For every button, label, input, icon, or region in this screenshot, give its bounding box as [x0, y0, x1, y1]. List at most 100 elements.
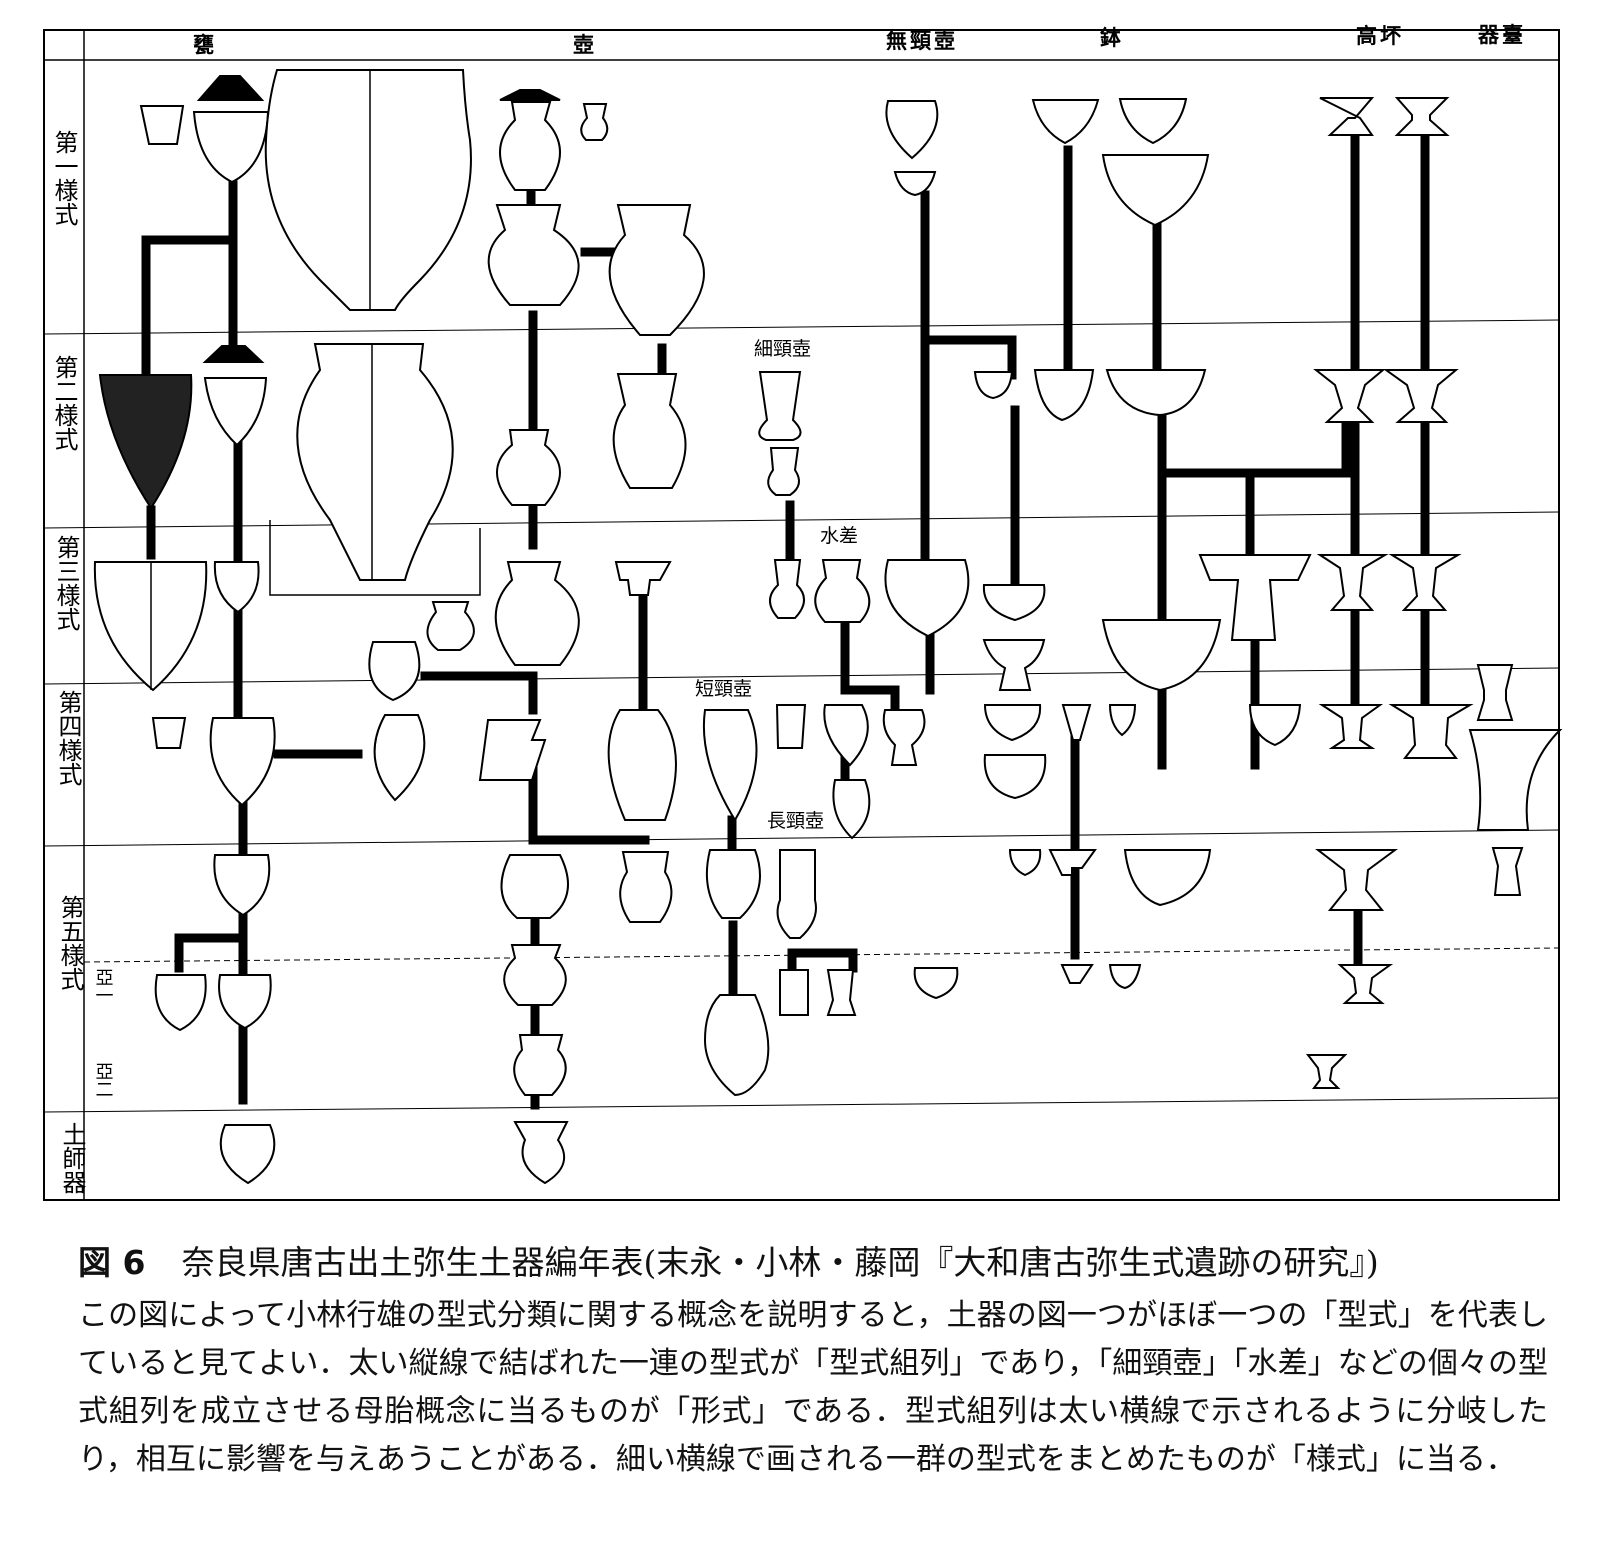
vessel-mizusashi-2 — [775, 704, 807, 749]
vessel-hachi-large — [1101, 154, 1210, 227]
vessel-hachi-9 — [1248, 704, 1302, 747]
vessel-takatsuki-4 — [1318, 704, 1384, 749]
col-header-kidai: 器臺 — [1477, 23, 1526, 47]
row-label-style3: 第三様式 — [52, 535, 80, 631]
seq-line — [787, 948, 858, 973]
vessel-takatsuki-1 — [1319, 97, 1375, 136]
vessel-mukeitsubo-7 — [983, 754, 1047, 800]
seq-line — [174, 933, 248, 973]
vessel-takatsuki-5 — [1315, 849, 1399, 911]
vessel-takatsuki-6 — [1337, 964, 1394, 1004]
vessel-mizusashi-4 — [882, 709, 926, 766]
col-header-takatsuki: 高坏 — [1356, 24, 1404, 48]
vessel-tankeitsubo-3 — [703, 994, 770, 1097]
vessel-tsubo-12 — [619, 851, 673, 923]
vessel-hachi-7 — [1061, 704, 1092, 741]
seq-line — [528, 755, 650, 845]
vessel-kame-6 — [209, 717, 276, 807]
row-label-style5: 第五様式 — [56, 895, 84, 991]
vessel-tsubo-8 — [373, 714, 426, 802]
figure-number: 図 6 — [78, 1243, 146, 1282]
vessel-hachi-5 — [1198, 554, 1312, 641]
vessel-tankeitsubo-2 — [705, 849, 761, 919]
vessel-mukeitsubo-5 — [982, 639, 1046, 691]
vessel-mukeitsubo-2 — [973, 371, 1014, 400]
caption-title-line: 図 6 奈良県唐古出土弥生土器編年表(末永・小林・藤岡『大和唐古弥生式遺跡の研究』… — [78, 1238, 1548, 1288]
vessel-kame-black — [98, 374, 193, 510]
vessel-tsubo-14 — [513, 1034, 567, 1096]
vessel-hachi-3 — [1033, 369, 1095, 422]
seq-line — [840, 620, 900, 710]
chronology-chart: 甕 壺 無頸壺 鉢 高坏 器臺 第一様式 第二様式 第三様式 第四様式 第五様式… — [43, 23, 1563, 1201]
vessel-kame-small — [139, 105, 185, 145]
vessel-kidai-tall — [1476, 664, 1514, 721]
vessel-hachi-13 — [1108, 964, 1142, 990]
vessel-haji-tsubo — [513, 1121, 569, 1185]
caption-title: 奈良県唐古出土弥生土器編年表(末永・小林・藤岡『大和唐古弥生式遺跡の研究』) — [181, 1243, 1379, 1282]
vessel-choukeitsubo-3 — [826, 969, 857, 1016]
divider-1-2 — [43, 319, 1560, 335]
divider-sub — [83, 947, 1560, 963]
vessel-tsubo-9 — [478, 719, 547, 781]
vessel-kame-4 — [213, 561, 260, 614]
divider-3-4 — [43, 667, 1560, 685]
vessel-takatsuki-7 — [1305, 1054, 1348, 1089]
label-choukeitsubo: 長頸壺 — [767, 810, 824, 832]
vessel-tsubo-6 — [614, 561, 672, 596]
vessel-mizusashi-3 — [823, 704, 869, 767]
vessel-tsubo-4 — [426, 601, 475, 651]
vessel-choukeitsubo-1 — [776, 849, 817, 939]
row-sublabel-a1: 亞一 — [93, 968, 114, 1004]
vessel-takatsuki-2 — [1313, 369, 1386, 423]
vessel-kame-8 — [154, 974, 207, 1032]
vessel-hachi-11 — [1123, 849, 1212, 907]
vessel-hachi-1 — [1031, 99, 1100, 145]
vessel-large-jar-1 — [264, 69, 472, 311]
row-label-style1: 第一様式 — [50, 130, 78, 226]
sequence-lines — [141, 135, 1430, 1110]
row-label-haji: 土師器 — [58, 1122, 86, 1194]
seq-line — [920, 335, 1017, 380]
label-mizusashi: 水差 — [820, 525, 858, 547]
col-header-tsubo: 壺 — [573, 33, 597, 57]
vessel-kame — [192, 111, 270, 184]
vessel-mukeitsubo-4 — [982, 584, 1046, 622]
vessel-hachi-8 — [1108, 704, 1137, 737]
divider-5-haji — [43, 1097, 1560, 1113]
vessel-hosokubi-1 — [758, 371, 802, 441]
row-sublabel-a2: 亞二 — [93, 1062, 114, 1098]
vessel-mizusashi-1 — [814, 559, 871, 623]
vessel-hosokubi-2 — [767, 447, 800, 496]
vessel-tsubo-10 — [607, 709, 677, 821]
vessel-tsubo-band — [487, 204, 580, 306]
divider-4-5 — [43, 829, 1560, 847]
vessel-mukeitsubo-9 — [913, 967, 959, 1000]
vessel-hachi-10 — [1048, 849, 1097, 876]
row-label-style2: 第二様式 — [50, 355, 78, 451]
vessel-hachi-6 — [1101, 619, 1222, 692]
vessel-hosokubi-3 — [769, 559, 805, 619]
label-hosokubi: 細頸壺 — [754, 338, 811, 360]
vessel-mizusashi-5 — [832, 779, 871, 840]
vessel-kame-5 — [151, 717, 187, 749]
vessel-haji-kame — [219, 1124, 276, 1185]
vessel-kame-lid-2 — [202, 345, 265, 363]
vessel-kidai-1 — [1394, 97, 1450, 136]
col-header-kame: 甕 — [193, 33, 217, 57]
vessel-tsubo-5 — [494, 561, 580, 666]
figure-caption: 図 6 奈良県唐古出土弥生土器編年表(末永・小林・藤岡『大和唐古弥生式遺跡の研究』… — [78, 1238, 1548, 1484]
vessel-kidai-5 — [1491, 847, 1524, 896]
divider-2-3 — [43, 511, 1560, 529]
vessel-mukeitsubo-6 — [983, 704, 1042, 742]
vessel-mukeitsubo-lid — [893, 171, 937, 197]
vessel-tsubo-3 — [496, 429, 561, 506]
label-tankeitsubo: 短頸壺 — [695, 678, 752, 700]
vessel-takatsuki-3 — [1316, 554, 1389, 611]
row-label-style4: 第四様式 — [54, 690, 82, 786]
vessel-drawings — [93, 69, 1563, 1185]
vessel-tsubo-large — [608, 204, 705, 336]
vessel-mukeitsubo-3 — [884, 559, 970, 638]
vessel-mukeitsubo-8 — [1008, 849, 1042, 877]
vessel-tsubo-7 — [368, 641, 421, 702]
vessel-tsubo-mini — [580, 103, 609, 141]
